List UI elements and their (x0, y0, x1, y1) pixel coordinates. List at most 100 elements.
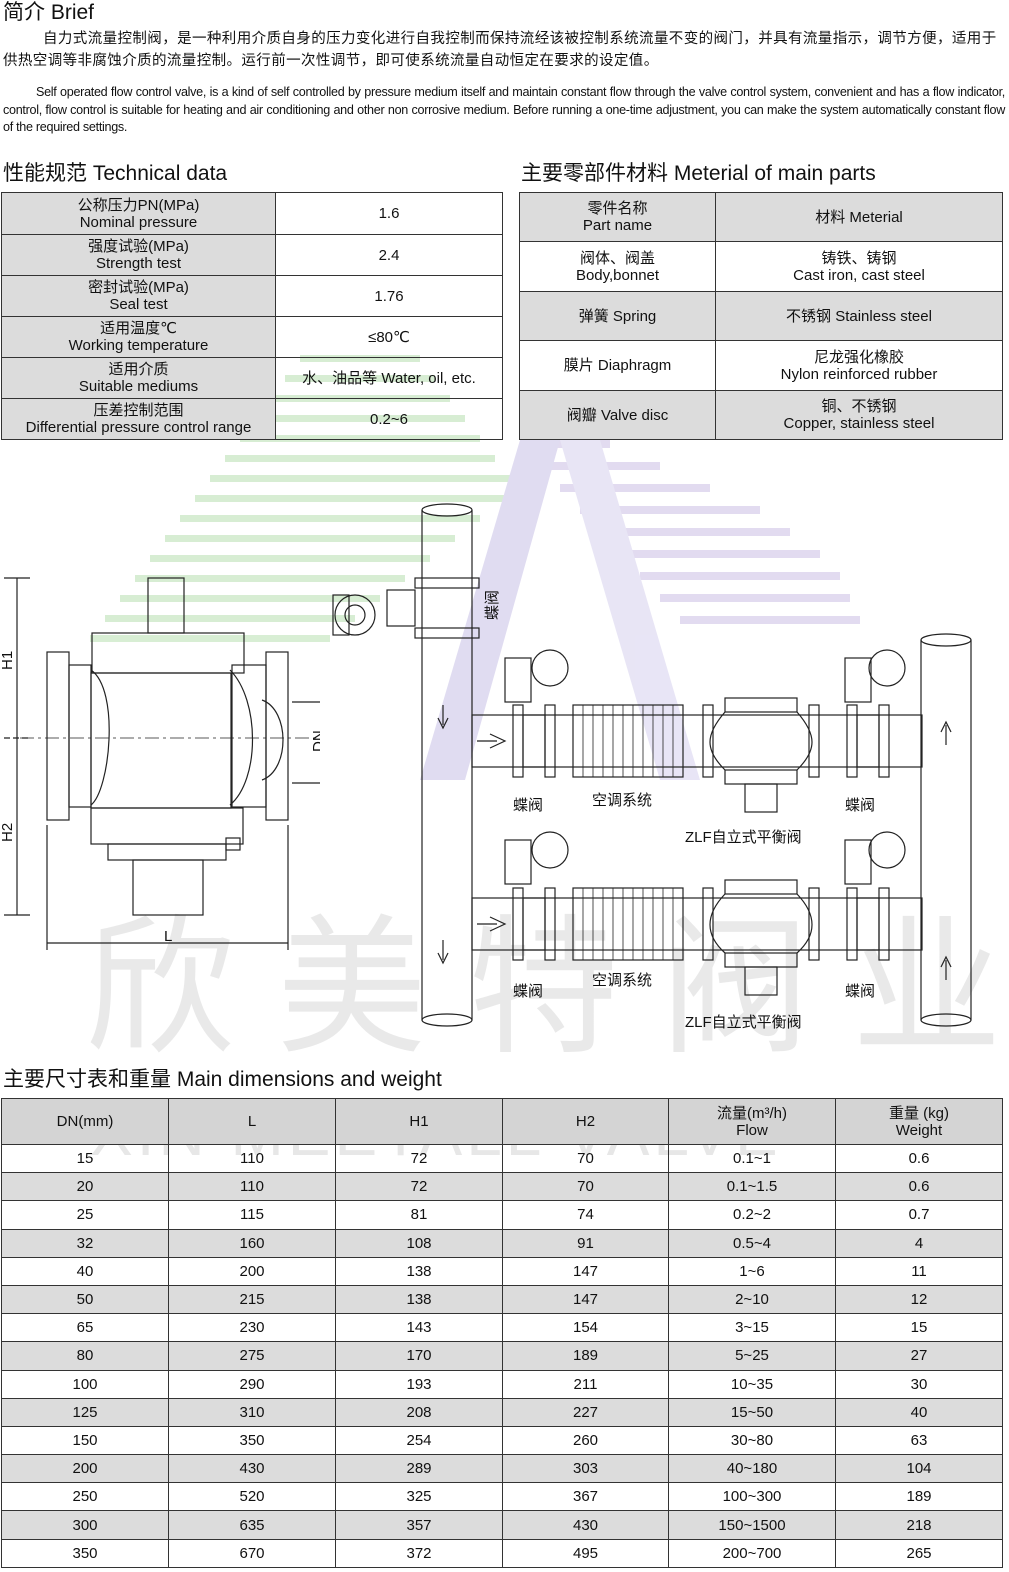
h1-cell: 72 (335, 1172, 503, 1202)
l-cell: 275 (168, 1341, 336, 1371)
h2-cell: 495 (502, 1538, 669, 1568)
material: 铜、不锈钢 (821, 398, 897, 415)
tech-param-cn: 适用介质 (108, 361, 169, 378)
tech-value: 0.2~6 (275, 398, 503, 440)
weight-cell: 63 (835, 1425, 1003, 1456)
flow-cell: 0.1~1.5 (668, 1172, 836, 1202)
h2-cell: 70 (502, 1172, 669, 1202)
flow-cell: 200~700 (668, 1538, 836, 1568)
tech-param-en: Differential pressure control range (25, 419, 252, 436)
dn-label: DN (310, 730, 320, 752)
l-cell: 110 (168, 1172, 336, 1202)
tech-value: 1.76 (275, 275, 503, 317)
weight-cell: 15 (835, 1313, 1003, 1343)
h1-cell: 81 (335, 1200, 503, 1230)
part-name-cn-header: 零件名称 (587, 200, 648, 217)
h1-cell: 193 (335, 1369, 503, 1399)
tech-value: 2.4 (275, 234, 503, 276)
h2-cell: 260 (502, 1425, 669, 1456)
material-en: Copper, stainless steel (783, 415, 935, 432)
h2-cell: 189 (502, 1341, 669, 1371)
balance-valve-label-1: ZLF自立式平衡阀 (685, 829, 802, 846)
h1-label: H1 (0, 651, 16, 670)
flow-cell: 15~50 (668, 1397, 836, 1427)
lower-branch (471, 831, 923, 996)
dn-cell: 300 (1, 1510, 169, 1540)
dn-cell: 200 (1, 1454, 169, 1484)
weight-cell: 0.6 (835, 1172, 1003, 1202)
flow-cell: 0.5~4 (668, 1228, 836, 1258)
weight-header-cn: 重量 (kg) (888, 1104, 949, 1122)
h2-cell: 303 (502, 1454, 669, 1484)
watermark-cn: 欣 美 特 阀 业 (85, 904, 1002, 1072)
h2-cell: 211 (502, 1369, 669, 1399)
flow-cell: 150~1500 (668, 1510, 836, 1540)
l-cell: 290 (168, 1369, 336, 1399)
h1-cell: 72 (335, 1143, 503, 1174)
tech-value: 水、油品等 Water, oil, etc. (275, 357, 503, 399)
weight-cell: 189 (835, 1482, 1003, 1512)
h1-cell: 289 (335, 1454, 503, 1484)
h2-cell: 147 (502, 1256, 669, 1286)
flow-header-en: Flow (736, 1121, 768, 1139)
material-en: Nylon reinforced rubber (780, 365, 938, 383)
flow-cell: 1~6 (668, 1256, 836, 1286)
brief-heading: 简介 Brief (3, 1, 95, 24)
flow-cell: 2~10 (668, 1284, 836, 1315)
l-cell: 350 (168, 1425, 336, 1456)
tech-param-en: Seal test (109, 296, 168, 313)
valve-dimension-drawing: H1 H2 DN L (0, 577, 320, 950)
tech-param-cn: 适用温度℃ (100, 320, 177, 337)
upper-branch (471, 649, 923, 813)
dn-cell: 350 (1, 1538, 169, 1568)
dn-cell: 32 (1, 1228, 169, 1258)
balance-valve-label-2: ZLF自立式平衡阀 (685, 1014, 802, 1031)
butterfly-valve-label-3: 蝶阀 (513, 983, 543, 1000)
h1-cell: 357 (335, 1510, 503, 1540)
material: 尼龙强化橡胶 (813, 348, 904, 366)
flow-cell: 5~25 (668, 1341, 836, 1371)
h2-cell: 227 (502, 1397, 669, 1427)
tech-value: 1.6 (275, 192, 503, 235)
dn-cell: 15 (1, 1143, 169, 1174)
dimensions-table: DN(mm) L H1 H2 流量(m³/h)Flow 重量 (kg)Weigh… (1, 1098, 1003, 1568)
l-cell: 430 (168, 1454, 336, 1484)
h2-cell: 70 (502, 1143, 669, 1174)
weight-cell: 104 (835, 1454, 1003, 1484)
butterfly-valve-label-top: 蝶阀 (484, 590, 501, 620)
dimensions-header-row: DN(mm) L H1 H2 流量(m³/h)Flow 重量 (kg)Weigh… (1, 1098, 1003, 1145)
l-cell: 160 (168, 1228, 336, 1258)
ac-system-label-1: 空调系统 (592, 792, 652, 809)
part-name-en: Body,bonnet (575, 266, 660, 284)
ac-system-label-2: 空调系统 (592, 972, 652, 989)
tech-param-cn: 密封试验(MPa) (88, 279, 189, 296)
h2-cell: 74 (502, 1200, 669, 1230)
h1-cell: 325 (335, 1482, 503, 1512)
weight-cell: 12 (835, 1284, 1003, 1315)
dn-cell: 250 (1, 1482, 169, 1512)
h1-cell: 143 (335, 1313, 503, 1343)
flow-cell: 0.2~2 (668, 1200, 836, 1230)
l-label: L (164, 928, 172, 945)
flow-cell: 10~35 (668, 1369, 836, 1399)
flow-cell: 0.1~1 (668, 1143, 836, 1174)
h1-cell: 138 (335, 1284, 503, 1315)
flow-cell: 30~80 (668, 1425, 836, 1456)
h1-cell: 138 (335, 1256, 503, 1286)
h1-cell: 372 (335, 1538, 503, 1568)
weight-cell: 11 (835, 1256, 1003, 1286)
part-name: 弹簧 Spring (519, 291, 716, 341)
dn-cell: 100 (1, 1369, 169, 1399)
dn-cell: 80 (1, 1341, 169, 1371)
